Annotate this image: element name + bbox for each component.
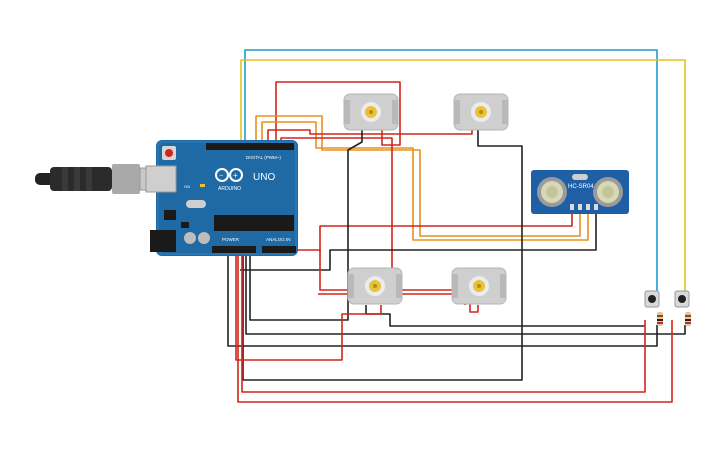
atmega-chip — [214, 215, 294, 231]
wire-blue-button1[interactable] — [244, 49, 658, 292]
wire-red-5v-2[interactable] — [241, 250, 646, 393]
analog-label: ANALOG IN — [266, 237, 291, 242]
wire-orange-sensor-1[interactable] — [255, 115, 581, 237]
wire-black-button2[interactable] — [245, 250, 686, 335]
board-brand-label: ARDUINO — [218, 186, 241, 192]
digital-header — [206, 143, 294, 150]
wire-red-5v[interactable] — [237, 250, 673, 403]
sensor-model-label: HC-SR04 — [568, 184, 594, 190]
wire-yellow-button2[interactable] — [240, 59, 686, 292]
dc-motor-4[interactable] — [451, 267, 507, 305]
arduino-logo: − + — [215, 168, 243, 182]
arduino-uno-board[interactable]: − + UNO ARDUINO DIGITAL (PWM~) POWER ANA… — [145, 140, 298, 256]
svg-text:+: + — [233, 171, 238, 180]
dc-motor-3[interactable] — [347, 267, 403, 305]
wire-red-digital-1[interactable] — [267, 129, 473, 145]
wire-red-motor1[interactable] — [275, 81, 401, 146]
resistor-2[interactable] — [685, 312, 691, 326]
power-header — [212, 246, 256, 253]
wire-black-motor3[interactable] — [365, 305, 645, 327]
ultrasonic-sensor[interactable]: HC-SR04 — [531, 170, 629, 214]
wire-black-buttons[interactable] — [227, 250, 658, 347]
analog-header — [262, 246, 296, 253]
wire-orange-sensor-2[interactable] — [261, 121, 589, 241]
push-button-2[interactable] — [674, 290, 690, 308]
resistor-1[interactable] — [657, 312, 663, 326]
dc-motor-2[interactable] — [453, 93, 509, 131]
dc-motor-1[interactable] — [343, 93, 399, 131]
on-label: ON — [184, 184, 190, 189]
wire-red-sensor-vcc[interactable] — [319, 214, 573, 252]
wire-black-sensor-gnd[interactable] — [240, 214, 597, 271]
wire-black-motor2[interactable] — [242, 130, 523, 381]
power-label: POWER — [222, 237, 240, 242]
wire-red-motor3[interactable] — [235, 250, 382, 361]
push-button-1[interactable] — [644, 290, 660, 308]
power-jack — [150, 230, 176, 252]
board-model-label: UNO — [253, 172, 275, 183]
wires — [227, 49, 686, 403]
digital-label: DIGITAL (PWM~) — [246, 155, 281, 160]
usb-jack — [145, 165, 177, 193]
svg-text:−: − — [219, 173, 223, 180]
wire-black-motor1[interactable] — [249, 130, 363, 321]
